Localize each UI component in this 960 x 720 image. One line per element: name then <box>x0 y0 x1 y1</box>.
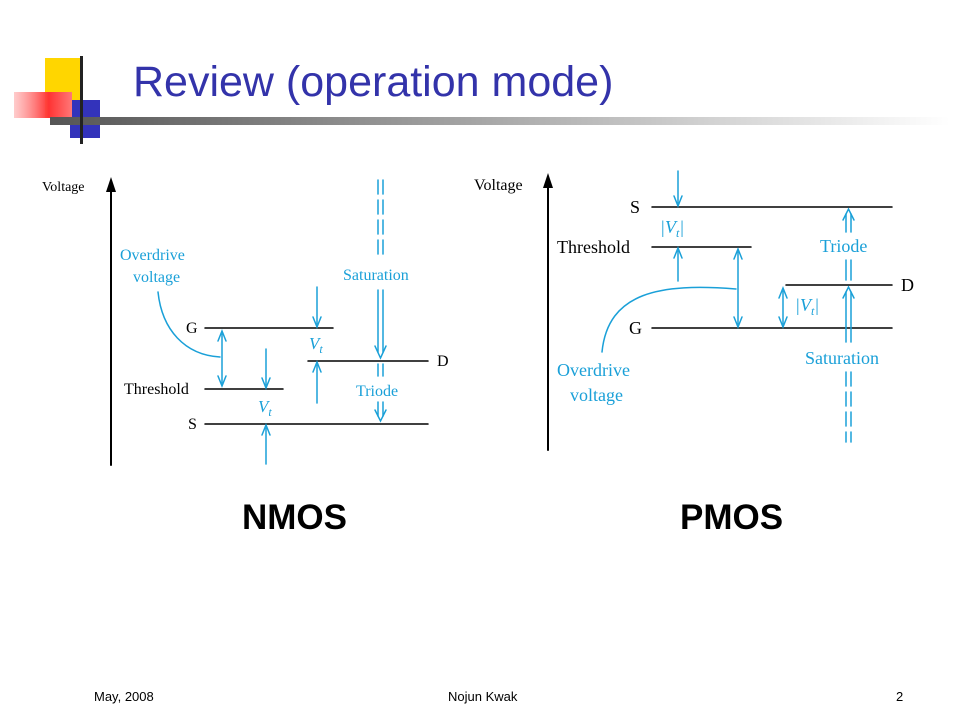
nmos-threshold-label: Threshold <box>124 381 189 398</box>
nmos-saturation-label: Saturation <box>343 267 409 284</box>
pmos-overdrive-label-1: Overdrive <box>557 360 630 380</box>
pmos-overdrive-label-2: voltage <box>570 385 623 405</box>
pmos-saturation-lines <box>845 291 852 443</box>
pmos-triode-lines <box>845 213 852 281</box>
nmos-vt-lower: Vt <box>258 397 272 419</box>
pmos-triode-label: Triode <box>820 236 867 256</box>
nmos-diagram: Voltage G Threshold S D Overdrive voltag… <box>42 177 449 466</box>
deco-red-bar <box>14 92 72 118</box>
nmos-caption: NMOS <box>242 498 347 537</box>
nmos-overdrive-label-1: Overdrive <box>120 247 185 264</box>
footer-page-number: 2 <box>896 689 904 704</box>
nmos-vt-upper: Vt <box>309 334 323 356</box>
nmos-gate-label: G <box>186 320 198 337</box>
pmos-diagram: Voltage S Threshold G D |Vt| Overdrive v… <box>474 170 914 451</box>
pmos-vt-lower: |Vt| <box>795 295 819 318</box>
pmos-caption: PMOS <box>680 498 784 537</box>
pmos-threshold-label: Threshold <box>557 237 630 257</box>
pmos-gate-label: G <box>629 318 642 338</box>
nmos-triode-lines <box>377 363 384 417</box>
pmos-axis-label: Voltage <box>474 177 523 194</box>
nmos-overdrive-leader <box>157 291 221 358</box>
nmos-overdrive-label-2: voltage <box>133 269 180 286</box>
deco-vertical-line <box>80 56 83 144</box>
footer-date: May, 2008 <box>94 689 154 704</box>
pmos-vt-upper: |Vt| <box>660 217 684 240</box>
nmos-axis-label: Voltage <box>42 180 85 195</box>
slide-decoration <box>14 56 950 144</box>
pmos-axis-arrowhead <box>543 173 553 188</box>
page-title: Review (operation mode) <box>133 58 614 106</box>
deco-title-line <box>50 117 950 125</box>
nmos-drain-label: D <box>437 353 449 370</box>
nmos-source-label: S <box>188 416 197 433</box>
pmos-overdrive-leader <box>601 286 737 353</box>
nmos-saturation-lines <box>377 179 384 353</box>
pmos-source-label: S <box>630 197 640 217</box>
footer-author: Nojun Kwak <box>448 689 518 704</box>
pmos-saturation-label: Saturation <box>805 348 879 368</box>
nmos-triode-label: Triode <box>356 383 398 400</box>
nmos-axis-arrowhead <box>106 177 116 192</box>
pmos-drain-label: D <box>901 275 914 295</box>
